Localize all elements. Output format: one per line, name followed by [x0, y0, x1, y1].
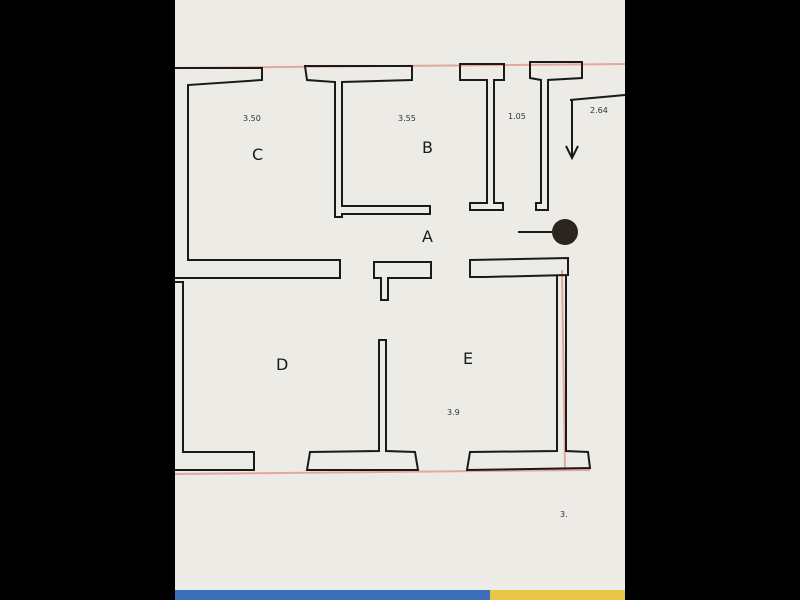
- dimension-b: 3.55: [398, 114, 416, 123]
- floor-plan-paper: [175, 0, 625, 590]
- boundary-bottom: [174, 469, 591, 475]
- dimension-corridor: 1.05: [508, 112, 526, 121]
- wall-b-top: [303, 65, 431, 218]
- bottom-note: 3.: [560, 510, 568, 519]
- wall-middle-block: [373, 261, 432, 301]
- room-label-a: A: [422, 227, 433, 246]
- dimension-line-264: [569, 94, 626, 101]
- dimension-e: 3.9: [447, 408, 460, 417]
- boundary-right: [561, 269, 566, 469]
- wall-e: [465, 275, 592, 472]
- wall-d-e-partition: [305, 339, 420, 471]
- room-label-c: C: [252, 145, 263, 164]
- dimension-264: 2.64: [590, 106, 608, 115]
- wall-corridor-2: [529, 61, 583, 211]
- dark-round-marker-icon: [552, 219, 578, 245]
- wall-corridor-1: [459, 63, 505, 211]
- dimension-c: 3.50: [243, 114, 261, 123]
- wall-c: [175, 67, 341, 279]
- wall-e-top: [469, 256, 569, 278]
- room-label-e: E: [463, 349, 473, 368]
- background-strip: [175, 590, 625, 600]
- down-arrow-icon: [565, 100, 579, 161]
- wall-d: [175, 281, 255, 471]
- room-label-b: B: [422, 138, 433, 157]
- room-label-d: D: [276, 355, 288, 374]
